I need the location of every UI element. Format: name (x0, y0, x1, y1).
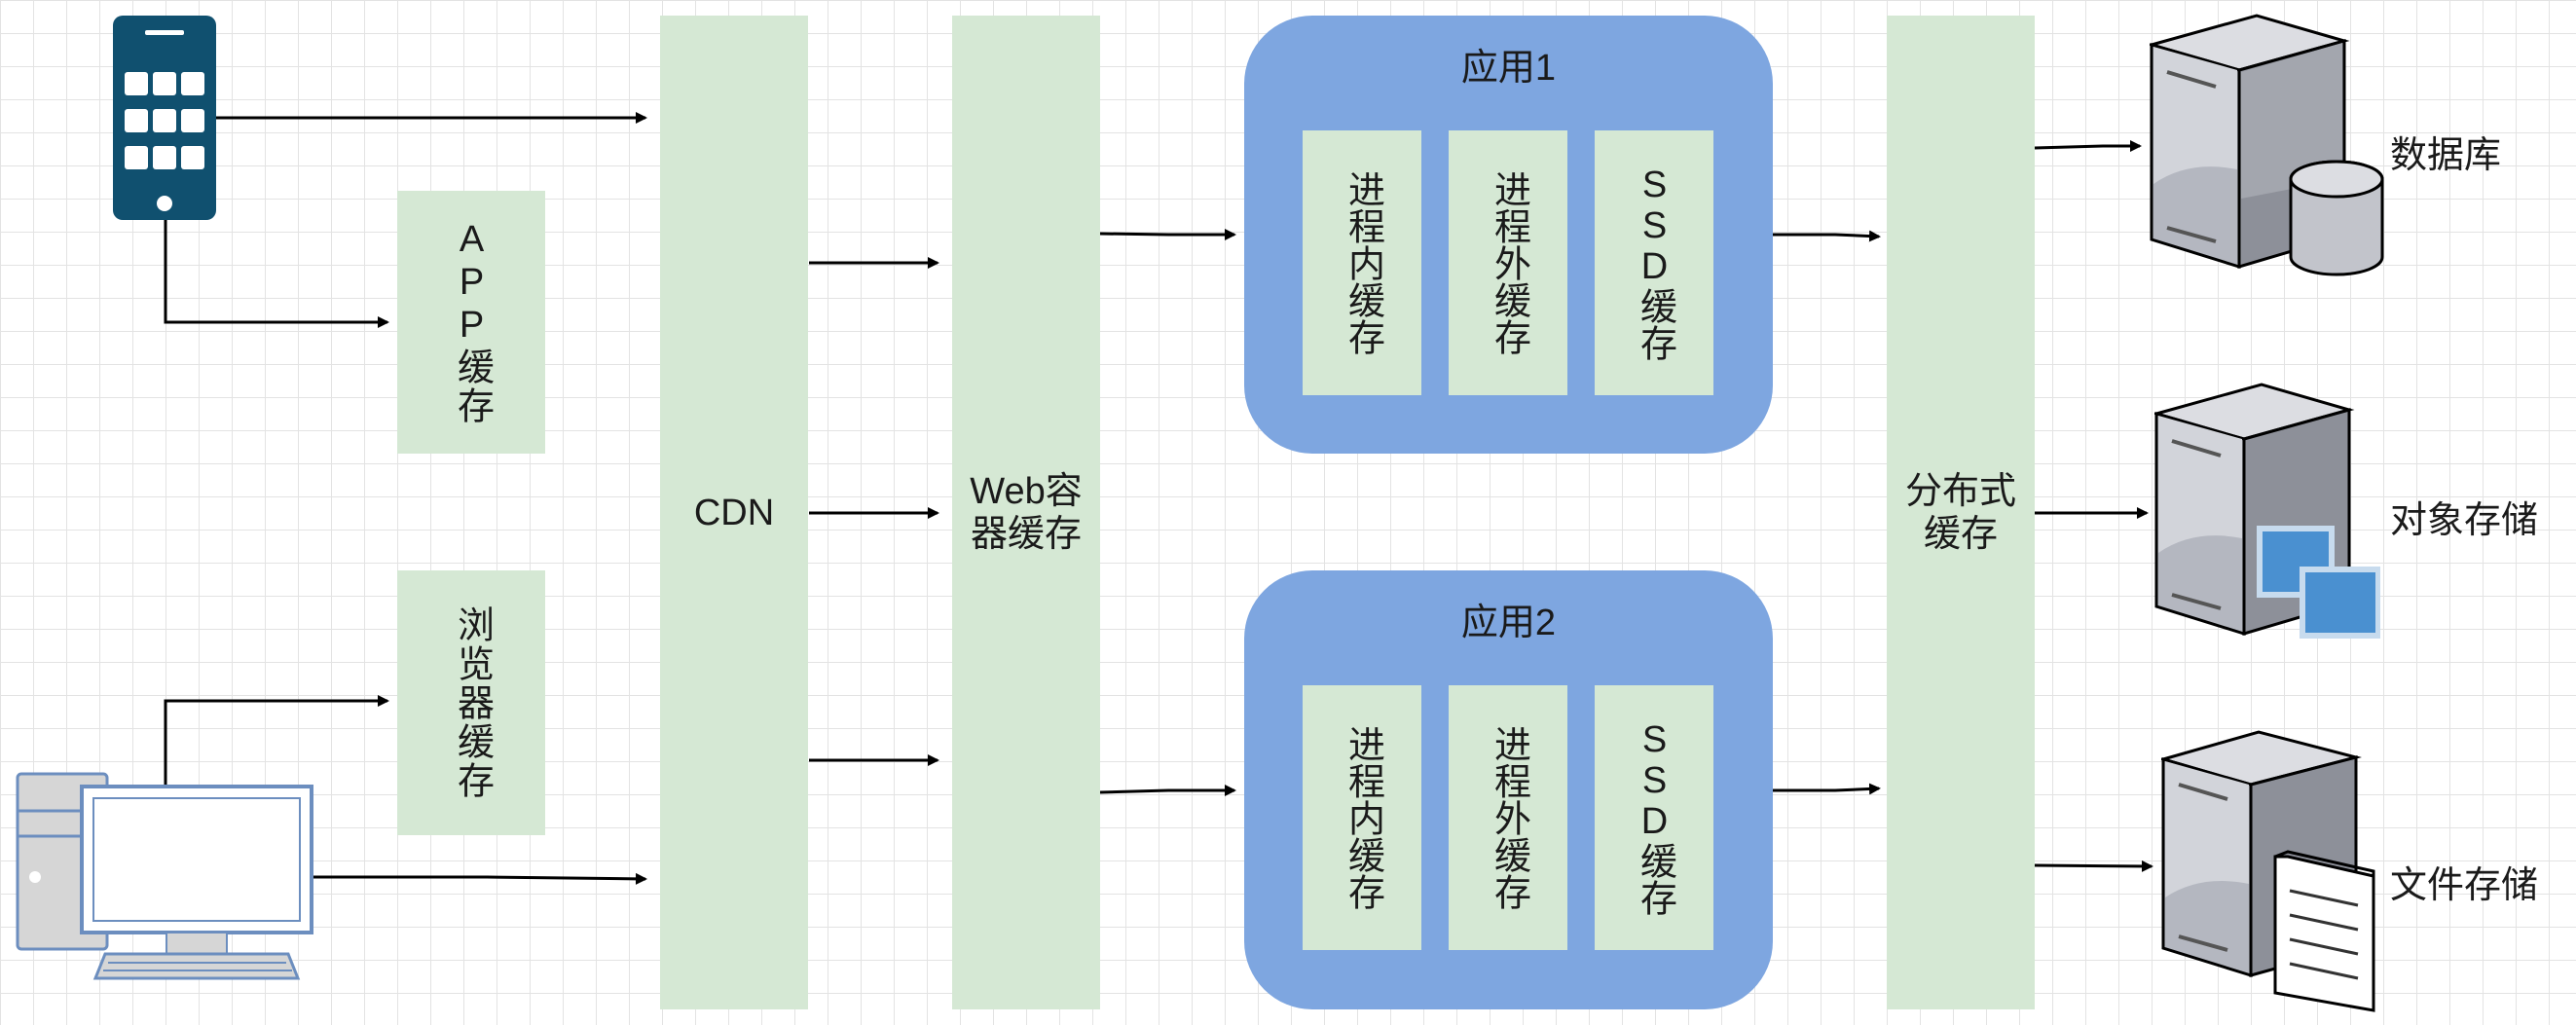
application-1-ssd-cache: SSD缓存 (1595, 130, 1713, 395)
cdn-layer: CDN (660, 16, 808, 1009)
application-1-out-of-process-cache: 进程外缓存 (1449, 130, 1567, 395)
arrow-phone-to-app-cache (164, 216, 389, 328)
arrow-pc-to-browser-cache (164, 695, 389, 787)
application-1: 应用1 进程内缓存 进程外缓存 SSD缓存 (1244, 16, 1773, 454)
arrow-web-to-app1 (1099, 229, 1236, 240)
desktop-computer-icon (16, 772, 313, 982)
distributed-cache-layer: 分布式缓存 (1887, 16, 2035, 1009)
application-2-title: 应用2 (1460, 603, 1557, 643)
application-2-out-of-process-cache: 进程外缓存 (1449, 685, 1567, 950)
arrow-app1-to-distributed (1773, 230, 1881, 242)
application-2-ssd-cache: SSD缓存 (1595, 685, 1713, 950)
database-server-icon (2146, 14, 2388, 281)
application-2-in-process-cache: 进程内缓存 (1303, 685, 1421, 950)
application-1-in-process-cache: 进程内缓存 (1303, 130, 1421, 395)
file-storage-server-icon (2157, 730, 2377, 1012)
object-storage-server-icon (2151, 383, 2381, 641)
arrow-distributed-to-file-storage (2034, 860, 2153, 872)
database-label: 数据库 (2390, 135, 2502, 176)
distributed-cache-label: 分布式缓存 (1904, 470, 2016, 555)
arrow-distributed-to-database (2034, 140, 2142, 152)
application-1-title: 应用1 (1460, 48, 1557, 89)
browser-cache-box: 浏览器缓存 (397, 570, 545, 835)
file-storage-label: 文件存储 (2390, 865, 2539, 906)
application-2: 应用2 进程内缓存 进程外缓存 SSD缓存 (1244, 570, 1773, 1009)
arrow-pc-to-cdn (312, 872, 647, 885)
web-container-cache-label: Web容器缓存 (970, 470, 1083, 555)
arrow-web-to-app2 (1099, 785, 1236, 796)
app-cache-box: APP缓存 (397, 191, 545, 454)
mobile-phone-icon (113, 16, 216, 220)
arrow-app2-to-distributed (1773, 783, 1881, 795)
object-storage-label: 对象存储 (2390, 500, 2539, 541)
web-container-cache-layer: Web容器缓存 (952, 16, 1100, 1009)
